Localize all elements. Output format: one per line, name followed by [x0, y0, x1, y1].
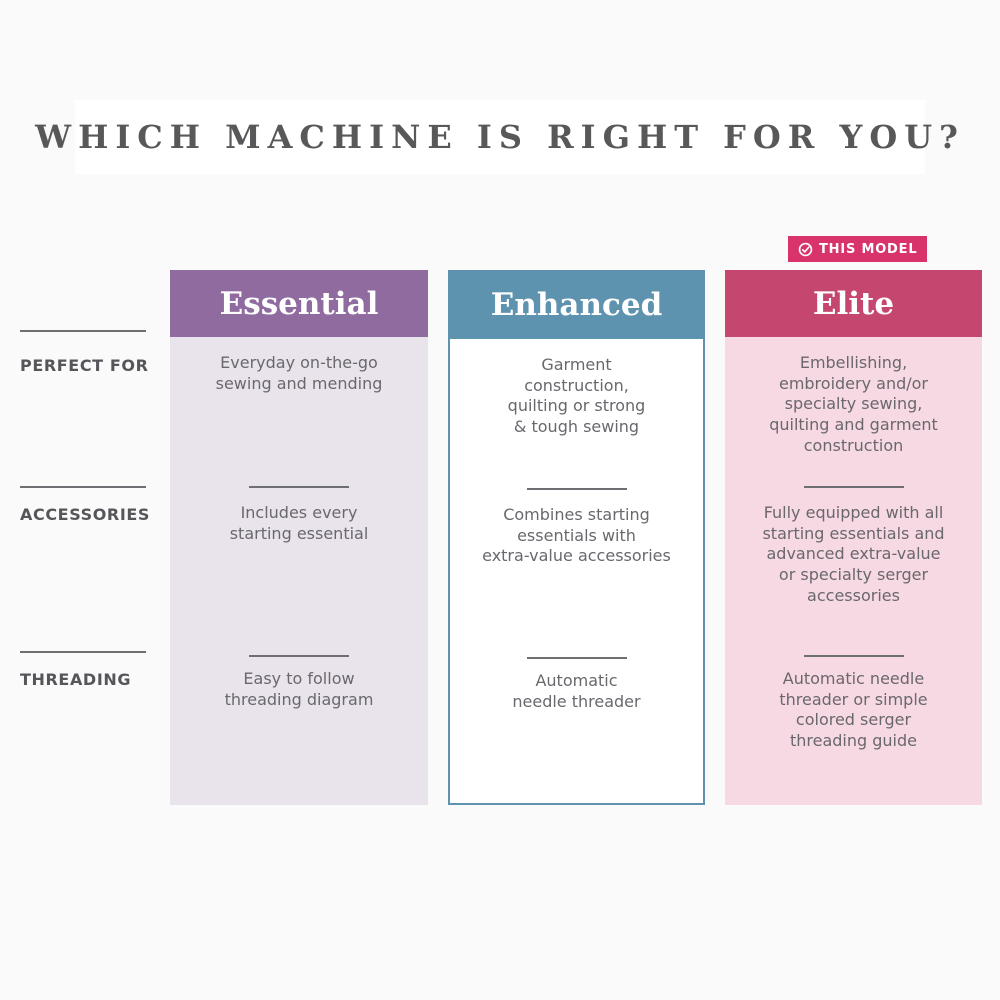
column-body-elite: Embellishing, embroidery and/or specialt… — [725, 337, 982, 805]
column-body-enhanced: Garment construction, quilting or strong… — [450, 339, 703, 803]
column-essential: Essential Everyday on-the-go sewing and … — [170, 270, 428, 805]
cell-enhanced-perfect-for: Garment construction, quilting or strong… — [507, 355, 646, 436]
row-label-accessories: ACCESSORIES — [20, 505, 151, 524]
cell-separator — [249, 486, 349, 488]
cell-separator — [803, 486, 904, 488]
column-enhanced: Enhanced Garment construction, quilting … — [448, 270, 705, 805]
row-label-perfect-for: PERFECT FOR — [20, 356, 149, 375]
cell-separator — [803, 655, 904, 657]
page-title: WHICH MACHINE IS RIGHT FOR YOU? — [35, 118, 965, 156]
this-model-badge: THIS MODEL — [788, 236, 928, 262]
cell-elite-perfect-for: Embellishing, embroidery and/or specialt… — [769, 353, 938, 455]
badge-label: THIS MODEL — [819, 241, 918, 257]
row-label-rule — [20, 486, 146, 488]
column-header-elite: Elite — [725, 270, 982, 337]
cell-essential-perfect-for: Everyday on-the-go sewing and mending — [215, 353, 383, 393]
title-band: WHICH MACHINE IS RIGHT FOR YOU? — [35, 100, 958, 174]
column-elite: Elite Embellishing, embroidery and/or sp… — [725, 270, 982, 805]
row-label-threading: THREADING — [20, 670, 132, 689]
row-label-rule — [20, 651, 146, 653]
column-header-essential: Essential — [170, 270, 428, 337]
cell-essential-threading: Easy to follow threading diagram — [224, 669, 374, 709]
column-header-enhanced: Enhanced — [448, 270, 705, 339]
cell-separator — [249, 655, 349, 657]
row-label-rule — [20, 330, 146, 332]
cell-elite-threading: Automatic needle threader or simple colo… — [779, 669, 928, 750]
column-body-essential: Everyday on-the-go sewing and mending In… — [170, 337, 428, 805]
cell-separator — [526, 488, 627, 490]
cell-separator — [526, 657, 627, 659]
cell-enhanced-accessories: Combines starting essentials with extra-… — [482, 505, 671, 566]
cell-elite-accessories: Fully equipped with all starting essenti… — [762, 503, 945, 605]
cell-essential-accessories: Includes every starting essential — [229, 503, 369, 543]
check-circle-icon — [798, 242, 813, 257]
cell-enhanced-threading: Automatic needle threader — [512, 671, 641, 711]
